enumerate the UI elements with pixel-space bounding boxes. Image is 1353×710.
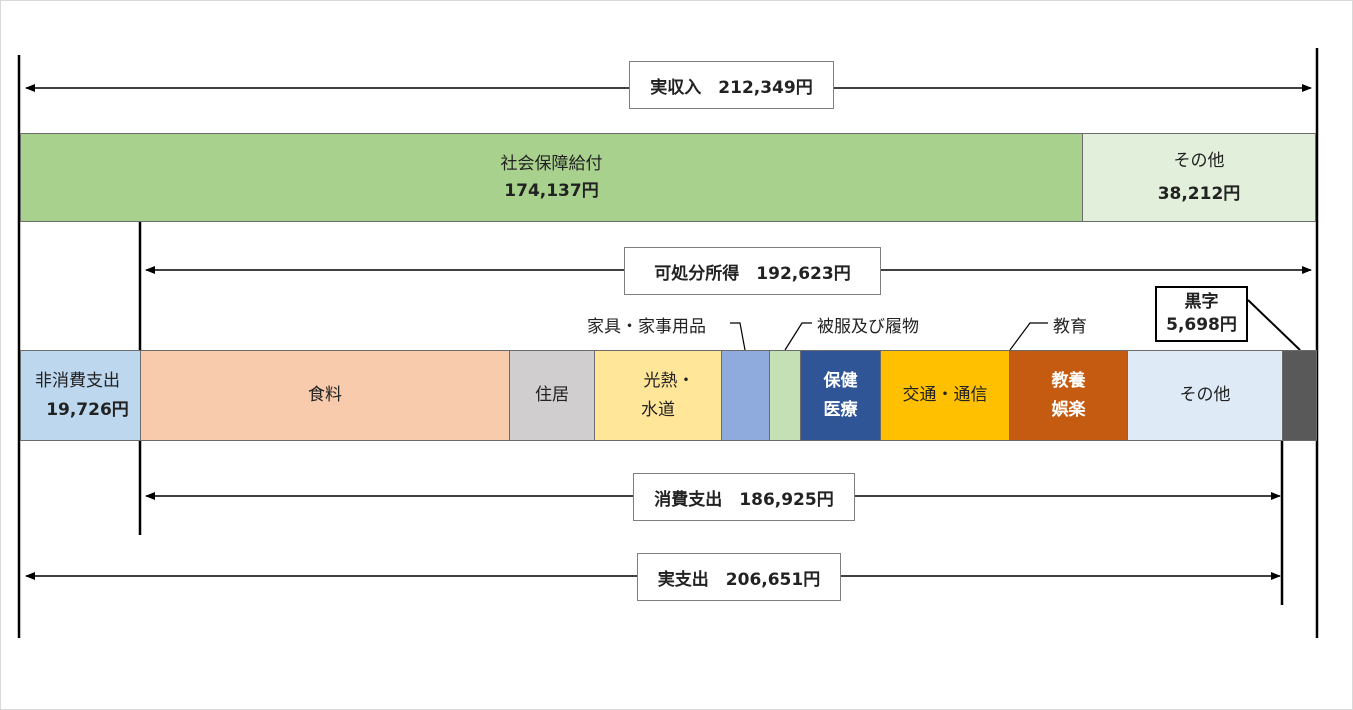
- utilities-line1: 光熱・: [643, 371, 695, 392]
- clothing-callout: 被服及び履物: [817, 317, 919, 337]
- food-segment: 食料: [140, 350, 510, 441]
- actual-expenditure-label: 実支出 206,651円: [637, 553, 841, 601]
- non-consumption-name: 非消費支出: [35, 371, 120, 392]
- social-security-segment: 社会保障給付 174,137円: [20, 133, 1083, 222]
- medical-segment: 保健 医療: [800, 350, 881, 441]
- furniture-segment: [721, 350, 770, 441]
- social-security-name: 社会保障給付: [500, 154, 603, 175]
- surplus-name: 黒字: [1184, 292, 1219, 313]
- consumption-label: 消費支出 186,925円: [633, 473, 855, 521]
- utilities-segment: 光熱・ 水道: [594, 350, 722, 441]
- income-other-segment: その他 38,212円: [1082, 133, 1316, 222]
- medical-line1: 保健: [823, 371, 858, 392]
- expenditure-other-segment: その他: [1127, 350, 1283, 441]
- income-other-amount: 38,212円: [1157, 183, 1241, 204]
- education-callout: 教育: [1053, 317, 1087, 337]
- expenditure-other-name: その他: [1179, 385, 1231, 406]
- surplus-segment: [1282, 350, 1317, 441]
- non-consumption-segment: 非消費支出 19,726円: [20, 350, 141, 441]
- social-security-amount: 174,137円: [504, 180, 599, 201]
- utilities-line2: 水道: [641, 399, 675, 420]
- surplus-leader-line: [1247, 299, 1301, 351]
- clothing-leader-line: [784, 322, 812, 351]
- recreation-line1: 教養: [1051, 371, 1086, 392]
- non-consumption-amount: 19,726円: [46, 399, 129, 420]
- actual-income-label: 実収入 212,349円: [629, 61, 834, 109]
- income-other-name: その他: [1173, 151, 1225, 172]
- furniture-callout: 家具・家事用品: [587, 317, 706, 337]
- food-name: 食料: [308, 385, 342, 406]
- transport-name: 交通・通信: [902, 385, 988, 406]
- housing-segment: 住居: [509, 350, 595, 441]
- surplus-label-box: 黒字 5,698円: [1155, 286, 1248, 342]
- clothing-segment: [769, 350, 801, 441]
- housing-name: 住居: [535, 385, 569, 406]
- disposable-income-label: 可処分所得 192,623円: [624, 247, 881, 295]
- medical-line2: 医療: [823, 399, 858, 420]
- surplus-amount: 5,698円: [1166, 315, 1237, 335]
- recreation-line2: 娯楽: [1051, 399, 1086, 420]
- transport-segment: 交通・通信: [880, 350, 1010, 441]
- furniture-leader-line: [730, 322, 746, 351]
- education-leader-line: [1009, 322, 1048, 351]
- recreation-segment: 教養 娯楽: [1009, 350, 1128, 441]
